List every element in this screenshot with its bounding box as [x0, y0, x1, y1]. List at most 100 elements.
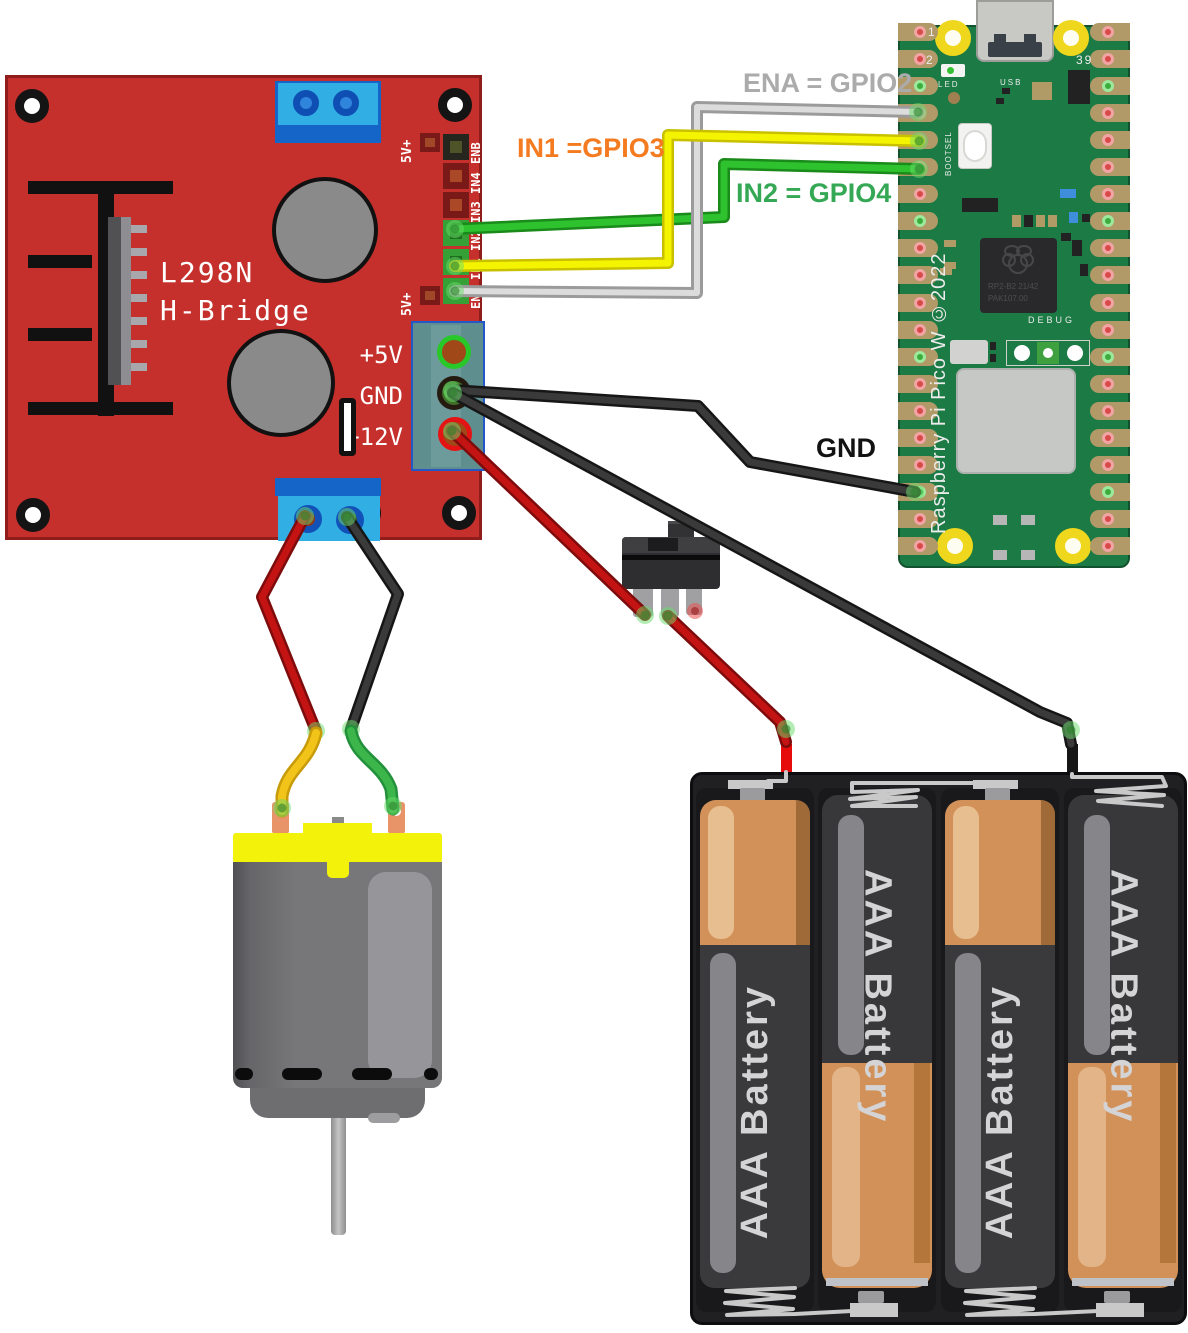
- aaa-battery-cell[interactable]: AAA Battery: [945, 800, 1055, 1288]
- annotation-in1-gpio3[interactable]: IN1 =GPIO3: [517, 133, 665, 163]
- pico-pad-dot-gnd: [914, 485, 926, 498]
- motor-terminal-left[interactable]: [272, 802, 289, 834]
- power-hole-5v[interactable]: [437, 335, 471, 369]
- pin-label-enb: ENB: [469, 142, 483, 164]
- battery-stripe: [1084, 815, 1110, 1055]
- pad-5v-bottom[interactable]: [420, 286, 440, 305]
- pin-in4[interactable]: [443, 163, 469, 189]
- usb-socket-tab: [994, 34, 1006, 44]
- debug-pin[interactable]: [1014, 345, 1030, 361]
- slide-switch[interactable]: [620, 518, 724, 622]
- battery-holder-4xaaa[interactable]: AAA Battery AAA Battery AAA Battery: [690, 744, 1188, 1333]
- aaa-battery-cell[interactable]: AAA Battery: [1068, 795, 1178, 1288]
- mounting-hole: [1053, 20, 1089, 56]
- debug-pin[interactable]: [1067, 345, 1083, 361]
- board-name-line2: H-Bridge: [160, 294, 311, 327]
- bootsel-button[interactable]: [958, 123, 992, 169]
- wire-motor-out-black-stroke: [343, 513, 402, 733]
- wire-switch-to-battery-plus[interactable]: [659, 607, 795, 748]
- pin-in1[interactable]: [443, 249, 469, 275]
- chip-marking-line1: RP2-B2 21/42: [988, 282, 1039, 291]
- pin-enb[interactable]: [443, 134, 469, 160]
- aaa-battery-cell[interactable]: AAA Battery: [700, 800, 810, 1288]
- pin-in2[interactable]: [443, 220, 469, 246]
- usb-socket-tab: [1024, 34, 1036, 44]
- battery-lead-positive[interactable]: [781, 744, 792, 774]
- pico-pad-dot: [1102, 26, 1114, 38]
- battery-highlight: [953, 806, 979, 939]
- battery-highlight: [1078, 1067, 1106, 1267]
- wifi-module-shield: [956, 368, 1076, 474]
- smd-component: [990, 354, 996, 362]
- pin2-label: 2: [926, 53, 935, 67]
- motor-cap-keel: [327, 862, 349, 878]
- terminal-hole[interactable]: [333, 90, 359, 116]
- switch-leg-1[interactable]: [633, 589, 653, 617]
- screw-terminal-motor-b[interactable]: [275, 81, 381, 143]
- terminal-hole[interactable]: [293, 90, 319, 116]
- annotation-ena-gpio2[interactable]: ENA = GPIO2: [743, 68, 913, 98]
- power-hole-12v[interactable]: [438, 417, 472, 451]
- pico-pad-dot: [914, 377, 926, 390]
- screw-terminal-motor-a[interactable]: [278, 496, 380, 541]
- jumper[interactable]: [339, 398, 356, 456]
- contact-plate: [850, 1303, 898, 1317]
- smd-component: [1061, 233, 1071, 241]
- label-5v-bottom: 5V+: [400, 292, 415, 316]
- terminal-hole: [392, 807, 401, 816]
- usb-label: USB: [1000, 78, 1023, 87]
- pico-pad-dot: [1102, 161, 1114, 174]
- pico-pad-dot: [1102, 512, 1114, 525]
- battery-bottom-band: [1072, 1278, 1174, 1286]
- smd-component: [1048, 215, 1057, 227]
- wire-motor-out-black[interactable]: [338, 508, 404, 738]
- battery-button-terminal: [740, 788, 765, 802]
- smd-component: [1002, 88, 1010, 94]
- motor-vent-slot: [424, 1068, 438, 1080]
- wire-switch-to-battery-plus-stroke: [664, 612, 790, 746]
- pico-pad-dot: [914, 323, 926, 336]
- pad-5v-top[interactable]: [420, 133, 440, 152]
- pin-in3[interactable]: [443, 192, 469, 218]
- smd-component: [1024, 215, 1033, 227]
- debug-header[interactable]: [1006, 340, 1090, 366]
- battery-lead-negative[interactable]: [1067, 744, 1078, 774]
- smd-component: [1069, 212, 1078, 223]
- contact-plate: [973, 780, 1018, 789]
- pin-ena[interactable]: [443, 278, 469, 304]
- switch-leg-2[interactable]: [661, 589, 679, 617]
- wire-motor-out-red[interactable]: [256, 507, 325, 740]
- motor-terminal-right[interactable]: [388, 802, 405, 834]
- wire-connection-halo: [307, 722, 325, 740]
- l298n-hbridge-board[interactable]: L298N H-Bridge ENB IN4 IN3 IN2 IN1 ENA 5…: [5, 75, 485, 541]
- aaa-battery-cell[interactable]: AAA Battery: [822, 795, 932, 1288]
- annotation-in2-gpio4[interactable]: IN2 = GPIO4: [736, 178, 892, 208]
- annotation-gnd[interactable]: GND: [816, 433, 876, 463]
- battery-label: AAA Battery: [822, 855, 932, 1138]
- terminal-hole[interactable]: [294, 505, 322, 533]
- micro-usb-connector[interactable]: [976, 0, 1054, 62]
- pico-pad-dot-gnd: [1102, 350, 1114, 363]
- mounting-hole: [15, 89, 49, 123]
- switch-body[interactable]: [622, 537, 720, 589]
- debug-pin-gnd[interactable]: [1037, 342, 1059, 364]
- terminal-hole[interactable]: [336, 506, 364, 534]
- heatsink-fin: [28, 255, 92, 268]
- smd-component: [1072, 240, 1082, 256]
- battery-label: AAA Battery: [1068, 855, 1178, 1138]
- smd-component: [940, 268, 952, 275]
- battery-button-terminal: [858, 1291, 884, 1303]
- pico-pad-dot: [1102, 431, 1114, 444]
- raspberry-pi-pico-w-board[interactable]: 1 2 39 LED USB BOOTSEL: [898, 0, 1130, 568]
- switch-detent: [648, 538, 678, 551]
- smd-component: [1021, 550, 1035, 560]
- smd-component: [944, 240, 956, 247]
- battery-shade: [796, 800, 810, 945]
- battery-stripe: [955, 953, 981, 1273]
- dc-motor[interactable]: [228, 800, 448, 1240]
- pico-pad-dot: [1102, 134, 1114, 147]
- switch-leg-3[interactable]: [686, 589, 702, 615]
- power-hole-gnd[interactable]: [437, 376, 471, 410]
- smd-component: [996, 98, 1004, 104]
- pin39-label: 39: [1076, 53, 1094, 67]
